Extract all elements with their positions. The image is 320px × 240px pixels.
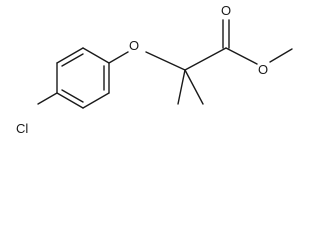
- bond-quaternary-carbon-methyl-2: [184, 69, 204, 105]
- ring-bond-lower-right-to-bottom: [82, 92, 110, 109]
- bond-ester-oxygen-to-methyl: [269, 48, 293, 63]
- bond-quaternary-carbon-methyl-1: [177, 69, 186, 105]
- ring-bond-top-to-upper-right: [82, 47, 110, 64]
- bond-ether-oxygen-to-quaternary-carbon: [145, 51, 186, 71]
- ester-oxygen-label: O: [258, 62, 268, 77]
- bond-ring-to-chlorine: [37, 92, 58, 105]
- benzene-ring: [56, 47, 110, 109]
- ring-double-bond-upper-left: [61, 53, 84, 67]
- chlorine-atom-label: Cl: [16, 121, 28, 136]
- ether-oxygen-label: O: [129, 38, 139, 53]
- chemical-structure-diagram: Cl O O O: [16, 3, 293, 136]
- bond-ring-to-ether-oxygen: [108, 51, 129, 64]
- carbonyl-oxygen-label: O: [221, 3, 231, 18]
- bond-quaternary-carbon-to-carbonyl-carbon: [184, 47, 227, 71]
- bond-carbonyl-carbon-to-ester-oxygen: [225, 47, 258, 65]
- ring-bond-upper-left-to-top: [56, 47, 84, 64]
- ring-double-bond-lower-left: [61, 89, 84, 103]
- ring-bond-bottom-to-lower-left: [56, 92, 84, 109]
